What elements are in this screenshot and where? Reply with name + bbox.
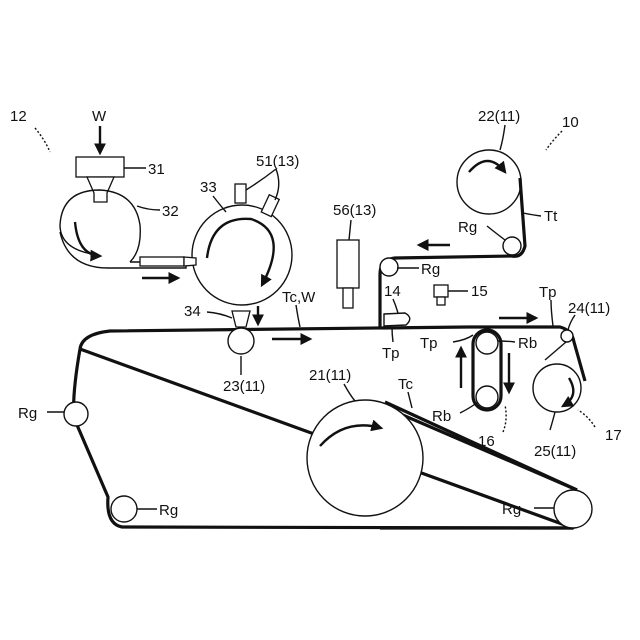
label-rg-top: Rg xyxy=(458,219,477,236)
leader-tp-mid xyxy=(453,335,473,342)
label-24: 24(11) xyxy=(568,300,610,317)
label-15: 15 xyxy=(471,283,488,300)
label-w-top: W xyxy=(92,108,107,125)
leader-rg-top xyxy=(487,226,505,240)
label-21: 21(11) xyxy=(309,367,351,384)
leader-rb-left xyxy=(460,402,478,413)
label-12: 12 xyxy=(10,108,27,125)
pipe-to-drum xyxy=(140,257,184,266)
hopper-31 xyxy=(76,157,124,177)
label-rb-right: Rb xyxy=(518,335,537,352)
roller-rg-bottom-left xyxy=(111,496,137,522)
unit-56-stem xyxy=(343,288,353,308)
roller-rb-top xyxy=(476,332,498,354)
label-tp-left: Tp xyxy=(382,345,400,362)
leader-12 xyxy=(35,128,50,152)
leader-34 xyxy=(207,312,232,318)
label-tt: Tt xyxy=(544,208,558,225)
roll-24 xyxy=(561,330,573,342)
leader-56 xyxy=(349,220,351,240)
roller-rb-bottom xyxy=(476,386,498,408)
leader-tt xyxy=(523,213,541,216)
label-rg-mid: Rg xyxy=(421,261,440,278)
leader-21 xyxy=(344,384,355,401)
label-32: 32 xyxy=(162,203,179,220)
leader-25 xyxy=(550,412,555,430)
label-10: 10 xyxy=(562,114,579,131)
label-tcw: Tc,W xyxy=(282,289,316,306)
label-51: 51(13) xyxy=(256,153,299,170)
roll-22 xyxy=(457,150,521,214)
leader-17 xyxy=(578,410,595,427)
sensor-51a xyxy=(235,184,246,203)
label-22: 22(11) xyxy=(478,108,520,125)
leader-tc xyxy=(408,392,412,408)
roll-21 xyxy=(307,400,423,516)
label-17: 17 xyxy=(605,427,622,444)
label-rg-br: Rg xyxy=(502,501,521,518)
peeler-14 xyxy=(384,313,410,326)
label-rg-bl: Rg xyxy=(159,502,178,519)
roll-23 xyxy=(228,328,254,354)
label-tp-right: Tp xyxy=(539,284,557,301)
label-25: 25(11) xyxy=(534,443,576,460)
label-23: 23(11) xyxy=(223,378,265,395)
roller-rg-mid xyxy=(380,258,398,276)
leader-32 xyxy=(137,206,160,210)
unit-56 xyxy=(337,240,359,288)
leader-24 xyxy=(568,315,575,330)
label-31: 31 xyxy=(148,161,165,178)
pipe-tip xyxy=(184,257,196,266)
nozzle-34 xyxy=(232,311,250,327)
label-tc: Tc xyxy=(398,376,414,393)
label-tp-mid: Tp xyxy=(420,335,438,352)
leader-tcw xyxy=(296,305,300,327)
label-14: 14 xyxy=(384,283,401,300)
leader-10 xyxy=(546,131,562,150)
label-33: 33 xyxy=(200,179,217,196)
leader-tp-right xyxy=(551,300,553,326)
leader-16 xyxy=(503,405,506,432)
cutter-15 xyxy=(434,285,448,297)
label-16: 16 xyxy=(478,433,495,450)
label-34: 34 xyxy=(184,303,201,320)
leader-22 xyxy=(500,125,505,150)
arm-24 xyxy=(545,342,566,360)
label-rg-left: Rg xyxy=(18,405,37,422)
label-rb-left: Rb xyxy=(432,408,451,425)
cutter-15-stem xyxy=(437,297,445,305)
roller-rg-left xyxy=(64,402,88,426)
roller-rg-tt xyxy=(503,237,521,255)
label-56: 56(13) xyxy=(333,202,376,219)
leader-14 xyxy=(393,299,398,313)
sensor-51-leader xyxy=(246,169,279,200)
roller-rg-bottom-right xyxy=(554,490,592,528)
